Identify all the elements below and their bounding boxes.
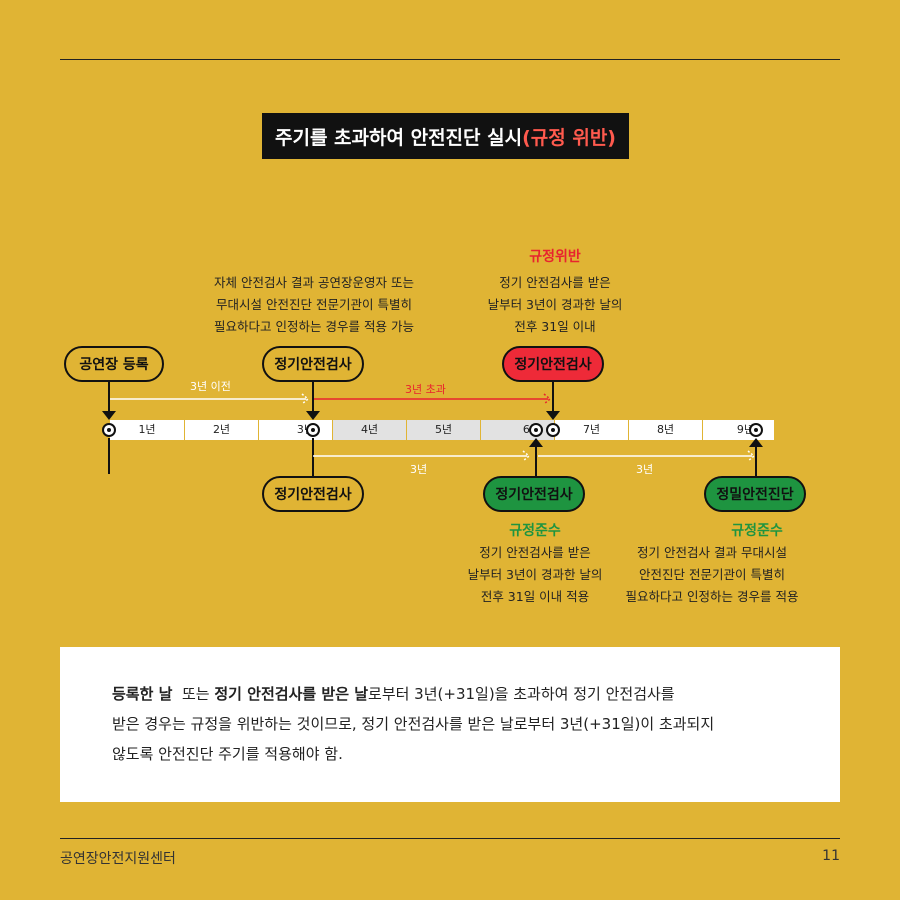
regular-check-compliant-node: 정기안전검사 bbox=[483, 476, 585, 512]
compliant-note-b: 정기 안전검사 결과 무대시설 안전진단 전문기관이 특별히 필요하다고 인정하… bbox=[625, 545, 799, 604]
regular-check-bottom-node: 정기안전검사 bbox=[262, 476, 364, 512]
summary-text: 등록한 날 또는 정기 안전검사를 받은 날로부터 3년(+31일)을 초과하여… bbox=[112, 679, 812, 769]
year3-bottom-connector bbox=[312, 438, 314, 476]
span-bottom-3y-a: 3년 bbox=[410, 463, 428, 476]
summary-line-2: 받은 경우는 규정을 위반하는 것이므로, 정기 안전검사를 받은 날로부터 3… bbox=[112, 715, 715, 733]
year6-marker-a bbox=[529, 423, 543, 437]
year-3: 3년 bbox=[258, 420, 332, 440]
footer-org: 공연장안전지원센터 bbox=[60, 851, 176, 867]
title-main: 주기를 초과하여 안전진단 실시 bbox=[275, 126, 523, 149]
top-check-arrow bbox=[306, 411, 320, 420]
span-over-3y: 3년 초과 bbox=[405, 383, 446, 396]
precise-diagnosis-node: 정밀안전진단 bbox=[704, 476, 806, 512]
span-bottom-3y-a-line bbox=[313, 450, 531, 462]
page-title: 주기를 초과하여 안전진단 실시(규정 위반) bbox=[262, 113, 629, 159]
register-connector bbox=[108, 382, 110, 412]
regular-check-violation-node: 정기안전검사 bbox=[502, 346, 604, 382]
year6-marker-b bbox=[546, 423, 560, 437]
violation-connector bbox=[552, 382, 554, 412]
year-1: 1년 bbox=[138, 423, 156, 436]
year-7: 7년 bbox=[554, 420, 628, 440]
regular-check-top-node: 정기안전검사 bbox=[262, 346, 364, 382]
regular-check-note: 자체 안전검사 결과 공연장운영자 또는 무대시설 안전진단 전문기관이 특별히… bbox=[214, 275, 414, 334]
compliant-b-connector bbox=[755, 446, 757, 476]
year-2: 2년 bbox=[184, 420, 258, 440]
top-check-connector bbox=[312, 382, 314, 412]
violation-note: 정기 안전검사를 받은 날부터 3년이 경과한 날의 전후 31일 이내 bbox=[487, 275, 623, 334]
timeline-bar: 1년 2년 3년 4년 5년 6년 7년 8년 9년 bbox=[110, 420, 774, 440]
year-9: 9년 bbox=[702, 420, 774, 440]
compliant-status-a: 규정준수 bbox=[509, 523, 561, 539]
summary-box: 등록한 날 또는 정기 안전검사를 받은 날로부터 3년(+31일)을 초과하여… bbox=[60, 647, 840, 802]
summary-line-3: 않도록 안전진단 주기를 적용해야 함. bbox=[112, 745, 343, 763]
title-highlight: (규정 위반) bbox=[522, 126, 616, 149]
compliant-b-arrow bbox=[749, 438, 763, 447]
span-over-3y-line bbox=[314, 393, 552, 405]
span-before-3y-line bbox=[110, 393, 310, 405]
top-rule bbox=[60, 59, 840, 60]
compliant-status-b: 규정준수 bbox=[731, 523, 783, 539]
span-before-3y: 3년 이전 bbox=[190, 380, 231, 393]
register-tail bbox=[108, 438, 110, 474]
violation-status: 규정위반 bbox=[529, 249, 581, 265]
violation-arrow bbox=[546, 411, 560, 420]
register-node: 공연장 등록 bbox=[64, 346, 164, 382]
year-8: 8년 bbox=[628, 420, 702, 440]
bottom-rule bbox=[60, 838, 840, 839]
compliant-a-arrow bbox=[529, 438, 543, 447]
compliant-note-a: 정기 안전검사를 받은 날부터 3년이 경과한 날의 전후 31일 이내 적용 bbox=[467, 545, 603, 604]
register-marker bbox=[102, 423, 116, 437]
year9-marker bbox=[749, 423, 763, 437]
summary-line-1: 등록한 날 또는 정기 안전검사를 받은 날로부터 3년(+31일)을 초과하여… bbox=[112, 685, 675, 703]
year-4: 4년 bbox=[332, 420, 406, 440]
span-bottom-3y-b: 3년 bbox=[636, 463, 654, 476]
span-bottom-3y-b-line bbox=[538, 450, 756, 462]
page-number: 11 bbox=[822, 848, 840, 864]
compliant-a-connector bbox=[535, 446, 537, 476]
year-5: 5년 bbox=[406, 420, 480, 440]
register-arrow bbox=[102, 411, 116, 420]
year3-marker bbox=[306, 423, 320, 437]
